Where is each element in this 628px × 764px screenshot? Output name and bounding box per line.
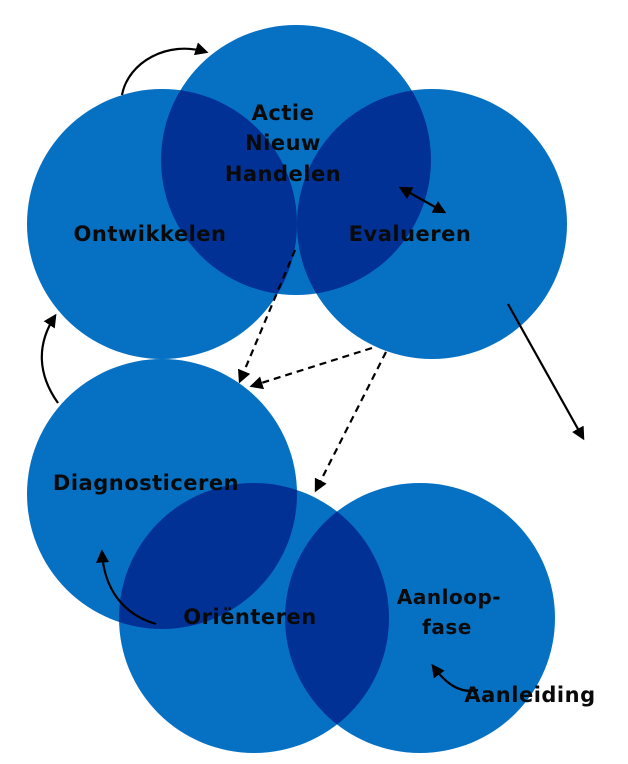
arrow-orienteren-to-diagnosticeren (96, 549, 157, 626)
arrow-exit (507, 303, 585, 441)
arrow-ontwikkelen-to-actie (120, 42, 209, 96)
dashed-arrow-evalueren-to-orienteren (314, 351, 387, 493)
arrow-diagnosticeren-to-ontwikkelen (40, 313, 59, 404)
label-aanleiding: Aanleiding (464, 683, 595, 707)
label-actie-line3: Handelen (225, 162, 341, 186)
label-actie-line2: Nieuw (245, 131, 321, 155)
circles (27, 25, 567, 753)
label-diagnosticeren: Diagnosticeren (53, 471, 239, 495)
label-ontwikkelen: Ontwikkelen (74, 222, 227, 246)
dashed-arrow-evalueren-to-diagnosticeren (249, 346, 373, 390)
circle-ontwikkelen (27, 89, 297, 359)
label-aanloopfase-line1: Aanloop- (397, 585, 501, 609)
arrow-double-evalueren (398, 186, 447, 214)
label-actie-line1: Actie (252, 101, 315, 125)
label-orienteren: Oriënteren (183, 605, 316, 629)
arrow-aanleiding-to-aanloopfase (431, 663, 479, 692)
circle-evalueren (297, 89, 567, 359)
label-evalueren: Evalueren (349, 222, 472, 246)
label-aanloopfase-line2: fase (422, 615, 472, 639)
circle-aanloopfase (285, 483, 555, 753)
